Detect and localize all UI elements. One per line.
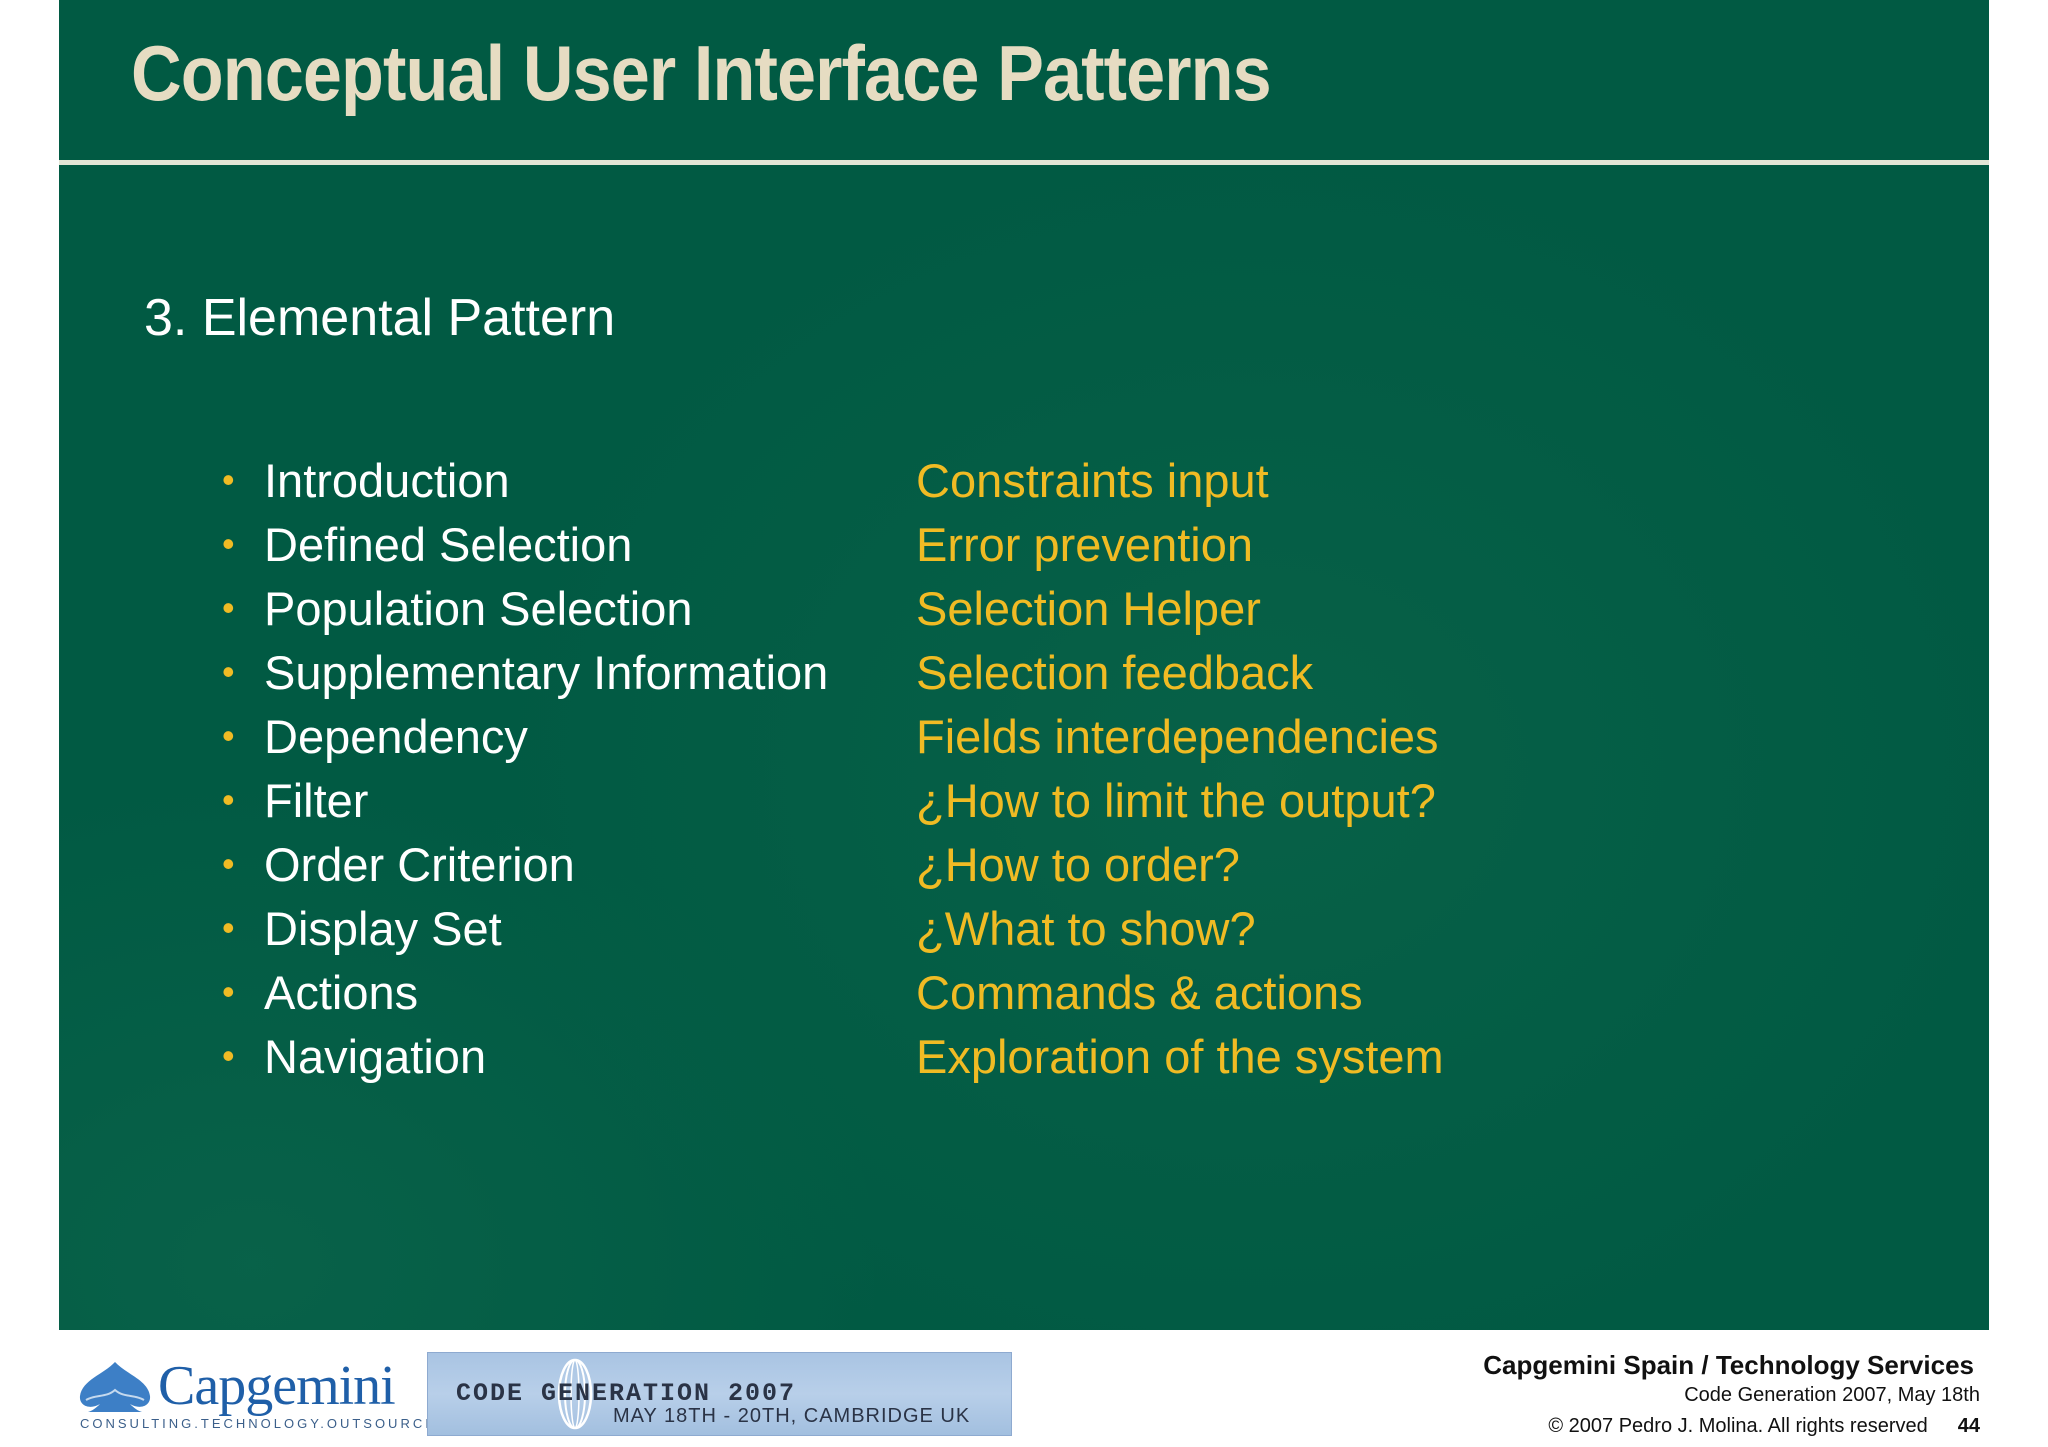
- event-name: Code Generation 2007, May 18th: [1684, 1384, 1980, 1406]
- list-item: • Actions Commands & actions: [222, 960, 1444, 1024]
- pattern-name: Filter: [264, 773, 369, 827]
- pattern-name: Actions: [264, 965, 419, 1019]
- pattern-description: Commands & actions: [916, 965, 1363, 1019]
- company-name: Capgemini Spain / Technology Services: [1483, 1350, 1974, 1380]
- pattern-name: Display Set: [264, 901, 502, 955]
- title-divider: [59, 160, 1989, 165]
- copyright-line: © 2007 Pedro J. Molina. All rights reser…: [1548, 1415, 1980, 1438]
- list-item: • Population Selection Selection Helper: [222, 576, 1444, 640]
- section-heading: 3. Elemental Pattern: [144, 289, 616, 347]
- pattern-list: • Introduction Constraints input • Defin…: [222, 448, 1444, 1088]
- bullet: •: [222, 843, 235, 884]
- pattern-name: Navigation: [264, 1029, 487, 1083]
- page-number: 44: [1957, 1415, 1980, 1437]
- pattern-name: Population Selection: [264, 581, 693, 635]
- pattern-description: Error prevention: [916, 517, 1253, 571]
- list-item: • Navigation Exploration of the system: [222, 1024, 1444, 1088]
- bullet: •: [222, 459, 235, 500]
- pattern-description: Selection Helper: [916, 581, 1261, 635]
- pattern-description: Exploration of the system: [916, 1029, 1444, 1083]
- bullet: •: [222, 587, 235, 628]
- bullet: •: [222, 651, 235, 692]
- list-item: • Display Set ¿What to show?: [222, 896, 1444, 960]
- banner-title: CODE GENERATION 2007: [456, 1379, 797, 1408]
- bullet: •: [222, 971, 235, 1012]
- capgemini-logo: Capgemini CONSULTING.TECHNOLOGY.OUTSOURC…: [76, 1354, 454, 1434]
- pattern-description: ¿How to order?: [916, 837, 1240, 891]
- list-item: • Defined Selection Error prevention: [222, 512, 1444, 576]
- pattern-description: Constraints input: [916, 453, 1269, 507]
- pattern-name: Introduction: [264, 453, 510, 507]
- slide-title: Conceptual User Interface Patterns: [131, 29, 1272, 117]
- slide-background: [59, 0, 1989, 1330]
- event-banner: CODE GENERATION 2007 MAY 18TH - 20TH, CA…: [427, 1352, 1012, 1436]
- banner-dates: MAY 18TH - 20TH, CAMBRIDGE UK: [613, 1405, 971, 1427]
- pattern-description: ¿How to limit the output?: [916, 773, 1436, 827]
- list-item: • Introduction Constraints input: [222, 448, 1444, 512]
- list-item: • Dependency Fields interdependencies: [222, 704, 1444, 768]
- pattern-description: ¿What to show?: [916, 901, 1256, 955]
- slide-footer: Capgemini CONSULTING.TECHNOLOGY.OUTSOURC…: [0, 1330, 2048, 1447]
- pattern-name: Supplementary Information: [264, 645, 829, 699]
- logo-wordmark: Capgemini: [158, 1355, 396, 1417]
- pattern-name: Dependency: [264, 709, 528, 763]
- bullet: •: [222, 1035, 235, 1076]
- pattern-description: Fields interdependencies: [916, 709, 1439, 763]
- bullet: •: [222, 907, 235, 948]
- capgemini-spade-icon: [79, 1362, 151, 1412]
- bullet: •: [222, 779, 235, 820]
- code-generation-rings-icon: [557, 1358, 593, 1430]
- list-item: • Filter ¿How to limit the output?: [222, 768, 1444, 832]
- bullet: •: [222, 523, 235, 564]
- pattern-name: Order Criterion: [264, 837, 575, 891]
- list-item: • Supplementary Information Selection fe…: [222, 640, 1444, 704]
- copyright-text: © 2007 Pedro J. Molina. All rights reser…: [1548, 1415, 1928, 1437]
- bullet: •: [222, 715, 235, 756]
- list-item: • Order Criterion ¿How to order?: [222, 832, 1444, 896]
- logo-tagline: CONSULTING.TECHNOLOGY.OUTSOURCING: [80, 1416, 458, 1431]
- pattern-description: Selection feedback: [916, 645, 1314, 699]
- pattern-name: Defined Selection: [264, 517, 633, 571]
